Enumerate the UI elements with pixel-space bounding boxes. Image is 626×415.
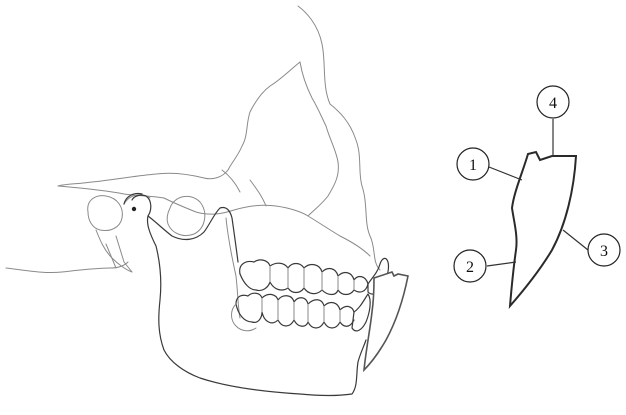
- leader-1: [489, 167, 522, 180]
- leader-3: [563, 230, 588, 250]
- appliance-detail: [510, 152, 576, 306]
- callout-label: 3: [600, 243, 608, 260]
- lower-teeth: [232, 293, 371, 331]
- callout-label: 2: [466, 259, 474, 276]
- callout-label: 4: [549, 95, 557, 112]
- condyle-point: [132, 207, 136, 211]
- callout-3: 3: [588, 234, 620, 266]
- tmj-region: [88, 195, 205, 272]
- leader-2: [487, 262, 516, 266]
- callout-2: 2: [454, 250, 486, 282]
- callout-1: 1: [457, 148, 489, 180]
- callout-label: 1: [469, 157, 477, 174]
- mounted-appliance: [364, 272, 408, 370]
- callout-4: 4: [537, 86, 569, 118]
- skull-outline: [6, 6, 380, 273]
- upper-teeth: [240, 258, 389, 294]
